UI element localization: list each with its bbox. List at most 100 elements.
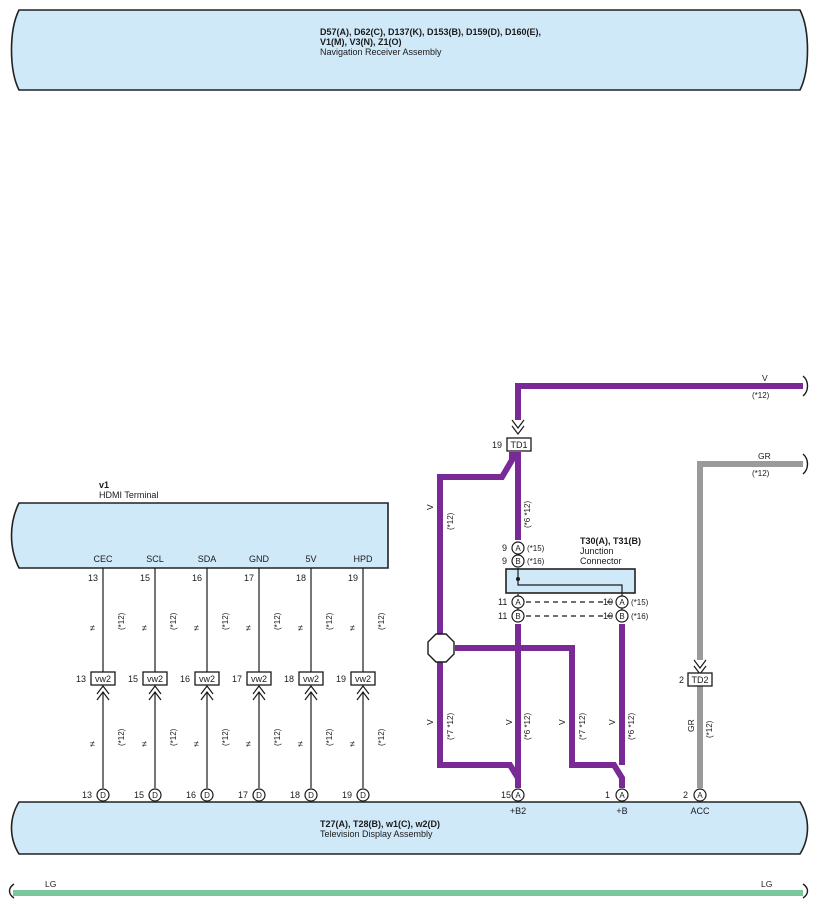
- wire-lg-label-right: LG: [761, 879, 772, 889]
- junction-top-pin-note: (*15): [527, 544, 545, 553]
- wire-lg-label-left: LG: [45, 879, 56, 889]
- tv-hdmi-pin-bubble: [252, 788, 266, 802]
- hdmi-twist-symbol-lower: ≠: [298, 739, 303, 749]
- wire-v-note-center-top: (*6 *12): [523, 501, 532, 528]
- td2-connector: TD2 2: [679, 659, 713, 687]
- hdmi-pin-label: HPD: [353, 554, 373, 564]
- hdmi-terminal: v1 HDMI Terminal: [10, 480, 389, 569]
- td1-connector: TD1 19: [492, 419, 532, 452]
- hdmi-twist-symbol-lower: ≠: [90, 739, 95, 749]
- hdmi-pin-number: 18: [296, 573, 306, 583]
- junction-right-pin-note: (*16): [631, 612, 649, 621]
- tv-hdmi-pin-letter: D: [360, 791, 366, 800]
- tv-acc-pin-bubble: [693, 788, 707, 802]
- hdmi-pin-label: GND: [249, 554, 270, 564]
- hdmi-pin-label: SDA: [198, 554, 217, 564]
- tv-hdmi-pin-letter: D: [308, 791, 314, 800]
- vw2-pin-number: 17: [232, 674, 242, 684]
- junction-top-pin-letter: A: [515, 544, 521, 553]
- wire-v-label-b: V: [607, 719, 617, 725]
- hdmi-wire-note-upper: (*12): [221, 612, 230, 630]
- tv-hdmi-pin-number: 16: [186, 790, 196, 800]
- td2-name: TD2: [691, 675, 708, 685]
- tv-hdmi-pin-bubble: [200, 788, 214, 802]
- tv-hdmi-pin-letter: D: [100, 791, 106, 800]
- wire-v-label: V: [762, 373, 768, 383]
- junction-right-pin-bubble: [615, 609, 629, 623]
- junction-right-pin-bubble: [615, 595, 629, 609]
- nav-name: Navigation Receiver Assembly: [320, 47, 442, 57]
- junction-right-pin-note: (*15): [631, 598, 649, 607]
- tv-hdmi-pin-number: 19: [342, 790, 352, 800]
- junction-connector: T30(A), T31(B) Junction Connector: [505, 536, 641, 617]
- tv-b2-pin-number: 15: [501, 790, 511, 800]
- wire-v-label-left-top: V: [425, 504, 435, 510]
- gray-wire: [697, 461, 803, 788]
- junction-top-pin-bubble: [511, 541, 525, 555]
- junction-left-pin-number: 11: [498, 611, 507, 621]
- hdmi-id: v1: [99, 480, 109, 490]
- junction-left-pin-bubble: [511, 609, 525, 623]
- hdmi-wire-note-upper: (*12): [325, 612, 334, 630]
- hdmi-pin-number: 19: [348, 573, 358, 583]
- tv-hdmi-pin-number: 13: [82, 790, 92, 800]
- hdmi-twist-symbol: ≠: [298, 623, 303, 633]
- wire-v-note-mid: (*7 *12): [578, 713, 587, 740]
- wire-v-label-left-bottom: V: [425, 719, 435, 725]
- light-green-wire: [8, 883, 809, 899]
- splice-point: [427, 633, 455, 663]
- hdmi-pin-number: 17: [244, 573, 254, 583]
- hdmi-twist-symbol-lower: ≠: [246, 739, 251, 749]
- tv-hdmi-pin-bubble: [304, 788, 318, 802]
- tv-hdmi-pin-letter: D: [152, 791, 158, 800]
- td2-pin: 2: [679, 675, 684, 685]
- junction-top-pin-bubble: [511, 554, 525, 568]
- hdmi-pin-group: CEC13≠(*12)vw213≠(*12)D13CECSCL15≠(*12)v…: [76, 554, 386, 816]
- hdmi-twist-symbol-lower: ≠: [194, 739, 199, 749]
- vw2-pin-number: 19: [336, 674, 346, 684]
- hdmi-twist-symbol: ≠: [90, 623, 95, 633]
- tv-acc-pin-number: 2: [683, 790, 688, 800]
- hdmi-pin-label: SCL: [146, 554, 164, 564]
- hdmi-wire-note-upper: (*12): [117, 612, 126, 630]
- nav-connectors: D57(A), D62(C), D137(K), D153(B), D159(D…: [320, 27, 541, 37]
- wire-v-note-b: (*6 *12): [627, 713, 636, 740]
- junction-top-pin-note: (*16): [527, 557, 545, 566]
- td1-pin: 19: [492, 440, 502, 450]
- wire-v-label-b2: V: [504, 719, 514, 725]
- navigation-receiver-assembly: D57(A), D62(C), D137(K), D153(B), D159(D…: [10, 9, 809, 91]
- tv-acc-label: ACC: [690, 806, 710, 816]
- tv-b2-label: +B2: [510, 806, 526, 816]
- junction-right-pin-letter: A: [619, 598, 625, 607]
- hdmi-pin-label: CEC: [93, 554, 113, 564]
- hdmi-twist-symbol-lower: ≠: [142, 739, 147, 749]
- tv-hdmi-pin-letter: D: [256, 791, 262, 800]
- junction-right-pin-number: 10: [603, 611, 613, 621]
- hdmi-wire-note-lower: (*12): [169, 728, 178, 746]
- hdmi-wire-note-upper: (*12): [377, 612, 386, 630]
- junction-left-pin-number: 11: [498, 597, 507, 607]
- wire-v-note-b2: (*6 *12): [523, 713, 532, 740]
- television-display-assembly: T27(A), T28(B), w1(C), w2(D) Television …: [10, 801, 809, 855]
- hdmi-pin-label: 5V: [305, 554, 316, 564]
- junction-left-pin-letter: B: [515, 612, 520, 621]
- tv-name: Television Display Assembly: [320, 829, 433, 839]
- vw2-name: vw2: [147, 674, 163, 684]
- hdmi-wire-note-lower: (*12): [325, 728, 334, 746]
- hdmi-pin-number: 15: [140, 573, 150, 583]
- junction-right-pin-letter: B: [619, 612, 624, 621]
- vw2-name: vw2: [95, 674, 111, 684]
- wire-gr-note-vertical: (*12): [705, 720, 714, 738]
- vw2-name: vw2: [199, 674, 215, 684]
- vw2-name: vw2: [251, 674, 267, 684]
- junction-name-2: Connector: [580, 556, 622, 566]
- tv-b-pin-letter: A: [619, 791, 625, 800]
- wire-gr-label-vertical: GR: [686, 719, 696, 732]
- junction-right-pin-number: 10: [603, 597, 613, 607]
- td1-name: TD1: [510, 440, 527, 450]
- tv-connectors: T27(A), T28(B), w1(C), w2(D): [320, 819, 440, 829]
- tv-b2-pin-letter: A: [515, 791, 521, 800]
- tv-b2-pin-bubble: [511, 788, 525, 802]
